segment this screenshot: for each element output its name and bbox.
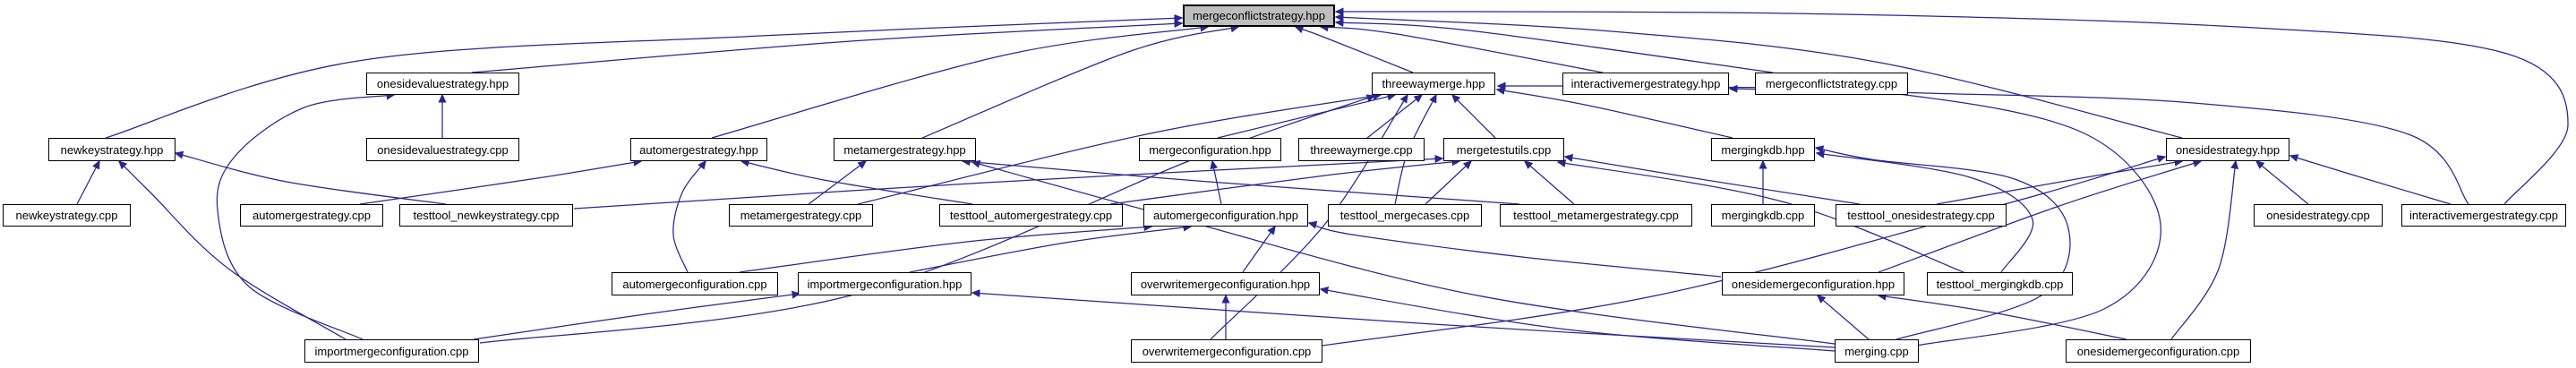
edge-merging.cpp-to-mergingkdb.hpp (1814, 145, 2071, 340)
edge-mergetestutils.cpp-to-threewaymerge.hpp (1451, 93, 1496, 139)
edge-onesidestrategy.cpp-to-onesidestrategy.hpp (2255, 160, 2309, 205)
graph-node-mergeconflictstrategy.cpp[interactable]: mergeconflictstrategy.cpp (1755, 73, 1908, 95)
edge-interactivemergestrategy.cpp-to-onesidestrategy.hpp (2289, 154, 2452, 205)
graph-node-onesidemergeconfiguration.cpp[interactable]: onesidemergeconfiguration.cpp (2066, 339, 2251, 363)
graph-node-onesidemergeconfiguration.hpp[interactable]: onesidemergeconfiguration.hpp (1722, 272, 1904, 295)
edge-onesidevaluestrategy.hpp-to-mergeconflictstrategy.hpp (471, 19, 1184, 73)
edge-testtool_mergingkdb.cpp-to-mergingkdb.hpp (1815, 150, 2034, 273)
edge-testtool_onesidestrategy.cpp-to-mergetestutils.cpp (1563, 153, 1861, 205)
edge-automergeconfiguration.cpp-to-automergestrategy.hpp (672, 159, 706, 273)
edge-newkeystrategy.cpp-to-newkeystrategy.hpp (76, 159, 100, 205)
edge-testtool_metamergestrategy.cpp-to-mergetestutils.cpp (1523, 160, 1575, 205)
edge-testtool_automergestrategy.cpp-to-mergetestutils.cpp (1109, 158, 1461, 205)
graph-node-interactivemergestrategy.cpp[interactable]: interactivemergestrategy.cpp (2401, 204, 2566, 227)
edge-testtool_onesidestrategy.cpp-to-onesidestrategy.hpp (1936, 158, 2184, 205)
graph-node-mergetestutils.cpp[interactable]: mergetestutils.cpp (1443, 138, 1564, 161)
graph-node-onesidevaluestrategy.hpp[interactable]: onesidevaluestrategy.hpp (366, 73, 519, 95)
graph-node-interactivemergestrategy.hpp[interactable]: interactivemergestrategy.hpp (1562, 73, 1729, 95)
graph-node-onesidestrategy.cpp[interactable]: onesidestrategy.cpp (2254, 204, 2383, 227)
edge-automergestrategy.hpp-to-mergeconflictstrategy.hpp (711, 23, 1210, 139)
edge-automergeconfiguration.hpp-to-mergeconfiguration.hpp (1210, 159, 1222, 205)
edge-mergeconfiguration.hpp-to-threewaymerge.hpp (1217, 92, 1397, 139)
edge-metamergestrategy.cpp-to-threewaymerge.hpp (857, 91, 1382, 205)
graph-node-onesidestrategy.hpp[interactable]: onesidestrategy.hpp (2166, 138, 2289, 161)
edge-interactivemergestrategy.cpp-to-mergeconflictstrategy.hpp (1334, 7, 2569, 205)
edge-metamergestrategy.hpp-to-mergeconflictstrategy.hpp (921, 24, 1240, 139)
edge-mergeconflictstrategy.cpp-to-mergeconflictstrategy.hpp (1334, 19, 1774, 73)
edge-onesidemergeconfiguration.cpp-to-onesidemergeconfiguration.hpp (1877, 292, 2127, 340)
edge-mergingkdb.hpp-to-threewaymerge.hpp (1495, 87, 1733, 139)
graph-node-importmergeconfiguration.hpp[interactable]: importmergeconfiguration.hpp (798, 272, 971, 295)
graph-node-mergingkdb.cpp[interactable]: mergingkdb.cpp (1711, 204, 1815, 227)
edge-importmergeconfiguration.hpp-to-automergeconfiguration.hpp (909, 223, 1193, 273)
graph-node-testtool_onesidestrategy.cpp[interactable]: testtool_onesidestrategy.cpp (1836, 204, 2007, 227)
edge-automergeconfiguration.cpp-to-automergeconfiguration.hpp (739, 223, 1153, 273)
graph-node-automergeconfiguration.cpp[interactable]: automergeconfiguration.cpp (612, 272, 778, 295)
graph-node-merging.cpp[interactable]: merging.cpp (1835, 339, 1919, 363)
edge-merging.cpp-to-importmergeconfiguration.hpp (971, 289, 1836, 348)
edge-onesidemergeconfiguration.hpp-to-automergeconfiguration.hpp (1307, 220, 1722, 278)
graph-node-automergestrategy.cpp[interactable]: automergestrategy.cpp (240, 204, 383, 227)
edge-testtool_newkeystrategy.cpp-to-newkeystrategy.hpp (174, 150, 447, 205)
graph-node-automergeconfiguration.hpp[interactable]: automergeconfiguration.hpp (1143, 204, 1308, 227)
edge-importmergeconfiguration.cpp-to-importmergeconfiguration.hpp (473, 290, 801, 340)
edge-interactivemergestrategy.cpp-to-interactivemergestrategy.hpp (1728, 84, 2469, 205)
graph-node-testtool_newkeystrategy.cpp[interactable]: testtool_newkeystrategy.cpp (399, 204, 573, 227)
graph-node-automergestrategy.hpp[interactable]: automergestrategy.hpp (630, 138, 767, 161)
edge-threewaymerge.hpp-to-mergeconflictstrategy.hpp (1294, 25, 1414, 73)
graph-node-threewaymerge.hpp[interactable]: threewaymerge.hpp (1372, 73, 1495, 95)
edge-importmergeconfiguration.cpp-to-newkeystrategy.hpp (117, 159, 347, 340)
graph-node-metamergestrategy.hpp[interactable]: metamergestrategy.hpp (834, 138, 976, 161)
graph-node-overwritemergeconfiguration.cpp[interactable]: overwritemergeconfiguration.cpp (1131, 339, 1322, 363)
graph-node-importmergeconfiguration.cpp[interactable]: importmergeconfiguration.cpp (304, 339, 479, 363)
edge-newkeystrategy.hpp-to-mergeconflictstrategy.hpp (105, 13, 1184, 139)
edge-testtool_newkeystrategy.cpp-to-mergetestutils.cpp (573, 154, 1444, 210)
graph-node-onesidevaluestrategy.cpp[interactable]: onesidevaluestrategy.cpp (366, 138, 519, 161)
edge-merging.cpp-to-onesidemergeconfiguration.hpp (1816, 295, 1870, 340)
edge-testtool_metamergestrategy.cpp-to-metamergestrategy.hpp (961, 158, 1520, 205)
edge-automergestrategy.cpp-to-automergestrategy.hpp (359, 158, 643, 205)
edge-merging.cpp-to-overwritemergeconfiguration.hpp (1319, 286, 1836, 352)
graph-node-testtool_metamergestrategy.cpp[interactable]: testtool_metamergestrategy.cpp (1500, 204, 1692, 227)
edge-overwritemergeconfiguration.hpp-to-automergeconfiguration.hpp (1242, 225, 1276, 273)
edge-onesidestrategy.hpp-to-mergeconflictstrategy.hpp (1334, 13, 2183, 139)
graph-node-threewaymerge.cpp[interactable]: threewaymerge.cpp (1298, 138, 1425, 161)
graph-node-mergeconfiguration.hpp[interactable]: mergeconfiguration.hpp (1139, 138, 1281, 161)
edge-testtool_mergingkdb.cpp-to-mergetestutils.cpp (1556, 159, 1964, 273)
edge-importmergeconfiguration.cpp-to-onesidevaluestrategy.hpp (216, 91, 396, 340)
edge-onesidemergeconfiguration.cpp-to-onesidestrategy.hpp (2170, 159, 2239, 340)
edge-importmergeconfiguration.cpp-to-threewaymerge.hpp (479, 94, 1376, 344)
edge-merging.cpp-to-metamergestrategy.hpp (971, 159, 1836, 345)
edge-overwritemergeconfiguration.cpp-to-onesidestrategy.hpp (1322, 155, 2167, 347)
graph-node-testtool_mergingkdb.cpp[interactable]: testtool_mergingkdb.cpp (1927, 272, 2073, 295)
graph-node-newkeystrategy.hpp[interactable]: newkeystrategy.hpp (48, 138, 175, 161)
graph-node-mergeconflictstrategy.hpp: mergeconflictstrategy.hpp (1183, 4, 1335, 27)
graph-node-testtool_mergecases.cpp[interactable]: testtool_mergecases.cpp (1328, 204, 1482, 227)
edge-testtool_mergecases.cpp-to-mergetestutils.cpp (1425, 159, 1473, 205)
edge-interactivemergestrategy.hpp-to-mergeconflictstrategy.hpp (1319, 23, 1604, 73)
graph-node-metamergestrategy.cpp[interactable]: metamergestrategy.cpp (729, 204, 873, 227)
graph-node-overwritemergeconfiguration.hpp[interactable]: overwritemergeconfiguration.hpp (1131, 272, 1320, 295)
edge-testtool_automergestrategy.cpp-to-automergestrategy.hpp (740, 158, 973, 205)
graph-node-mergingkdb.hpp[interactable]: mergingkdb.hpp (1711, 138, 1815, 161)
graph-node-newkeystrategy.cpp[interactable]: newkeystrategy.cpp (3, 204, 131, 227)
edge-onesidemergeconfiguration.hpp-to-onesidestrategy.hpp (1878, 159, 2203, 273)
edge-overwritemergeconfiguration.cpp-to-threewaymerge.hpp (1210, 93, 1408, 340)
edge-metamergestrategy.cpp-to-metamergestrategy.hpp (808, 160, 868, 205)
graph-node-testtool_automergestrategy.cpp[interactable]: testtool_automergestrategy.cpp (939, 204, 1123, 227)
